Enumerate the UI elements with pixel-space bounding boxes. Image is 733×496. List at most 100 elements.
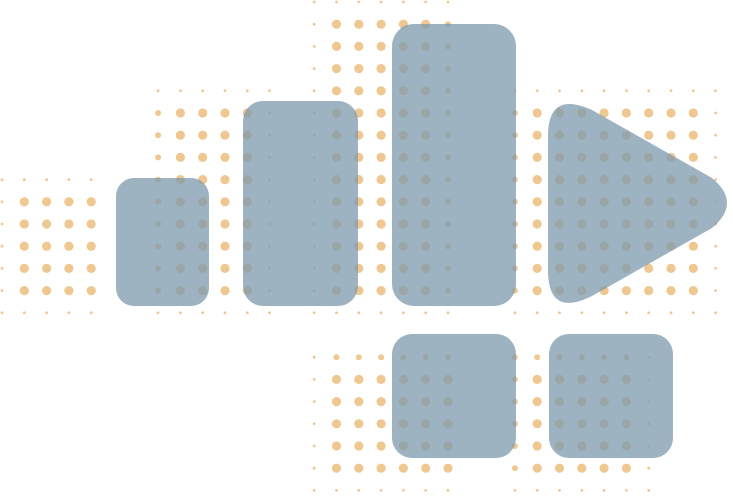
halftone-dot (64, 219, 74, 229)
halftone-dot (220, 219, 230, 229)
halftone-dot (42, 286, 52, 296)
halftone-dot (175, 108, 185, 118)
halftone-dot (443, 463, 453, 473)
halftone-dot (354, 441, 364, 451)
halftone-dot (402, 311, 405, 315)
halftone-dot (156, 311, 160, 315)
halftone-dot (335, 489, 338, 492)
halftone-dot (86, 263, 96, 273)
halftone-dot (312, 311, 316, 315)
halftone-dot (554, 463, 565, 473)
tall-block (392, 24, 516, 306)
halftone-dot (45, 311, 48, 315)
halftone-dot (376, 175, 386, 185)
halftone-dot (376, 108, 386, 118)
halftone-dot (42, 219, 52, 229)
halftone-dot (378, 354, 385, 361)
halftone-dot (666, 286, 676, 296)
halftone-dot (268, 89, 271, 93)
halftone-dot (376, 219, 386, 229)
halftone-dot (220, 108, 230, 118)
halftone-dot (312, 400, 316, 403)
halftone-dot (89, 178, 93, 182)
halftone-dot (19, 263, 29, 273)
halftone-dot (714, 178, 717, 182)
halftone-dot (532, 175, 542, 185)
halftone-dot (532, 219, 542, 229)
halftone-dot (714, 89, 717, 93)
halftone-dot (714, 133, 717, 137)
halftone-dot (312, 0, 316, 4)
halftone-dot (22, 311, 26, 315)
halftone-dot (67, 311, 71, 315)
halftone-dot (446, 489, 450, 492)
halftone-dot (42, 263, 52, 273)
halftone-dot (335, 0, 338, 4)
halftone-dot (688, 108, 698, 118)
halftone-dot (666, 108, 676, 118)
halftone-dot (312, 355, 316, 359)
halftone-dot (19, 197, 29, 207)
halftone-dot (312, 444, 316, 448)
halftone-dot (421, 463, 431, 473)
halftone-dot (511, 465, 518, 472)
halftone-dot (532, 130, 542, 140)
halftone-dot (647, 311, 651, 315)
halftone-dot (268, 311, 271, 315)
halftone-dot (220, 263, 230, 273)
halftone-dot (379, 0, 383, 4)
halftone-dot (354, 397, 364, 407)
halftone-dot (402, 489, 405, 492)
halftone-dot (245, 311, 249, 315)
halftone-dot (644, 286, 654, 296)
halftone-dot (532, 241, 542, 251)
halftone-dot (19, 286, 29, 296)
halftone-dot (335, 311, 338, 315)
halftone-dot (424, 489, 428, 492)
halftone-dot (669, 89, 673, 93)
halftone-dot (513, 311, 517, 315)
halftone-dot (691, 89, 695, 93)
halftone-dot (714, 289, 717, 292)
halftone-dot (156, 89, 160, 93)
halftone-dot (312, 22, 316, 26)
halftone-dot (532, 397, 542, 407)
halftone-dot (379, 489, 383, 492)
halftone-dot (354, 86, 364, 96)
halftone-dot (558, 489, 561, 492)
halftone-dot (644, 108, 654, 118)
halftone-dot (688, 241, 698, 251)
halftone-dot (331, 441, 342, 451)
halftone-dot (198, 152, 208, 162)
halftone-dot (376, 441, 386, 451)
halftone-dot (45, 178, 48, 182)
halftone-dot (376, 41, 386, 52)
halftone-dot (376, 397, 386, 407)
halftone-dot (354, 64, 364, 74)
halftone-dot (625, 489, 628, 492)
halftone-dot (179, 311, 182, 315)
halftone-dot (355, 354, 362, 361)
halftone-dot (220, 197, 230, 207)
halftone-dot (312, 89, 316, 93)
halftone-dot (621, 286, 632, 296)
halftone-dot (376, 374, 386, 384)
halftone-dot (688, 130, 698, 140)
halftone-dot (647, 489, 651, 492)
halftone-dot (42, 197, 52, 207)
halftone-dot (312, 422, 316, 426)
halftone-dot (86, 219, 96, 229)
halftone-dot (198, 108, 208, 118)
halftone-dot (714, 244, 717, 248)
halftone-dot (0, 311, 4, 315)
halftone-dot (376, 286, 386, 296)
halftone-dot (688, 286, 698, 296)
halftone-dot (602, 311, 606, 315)
halftone-dot (424, 311, 428, 315)
halftone-dot (155, 154, 162, 161)
halftone-dot (714, 311, 717, 315)
halftone-dot (532, 197, 542, 207)
halftone-dot (580, 89, 584, 93)
halftone-dot (532, 286, 542, 296)
halftone-dot (175, 152, 185, 162)
